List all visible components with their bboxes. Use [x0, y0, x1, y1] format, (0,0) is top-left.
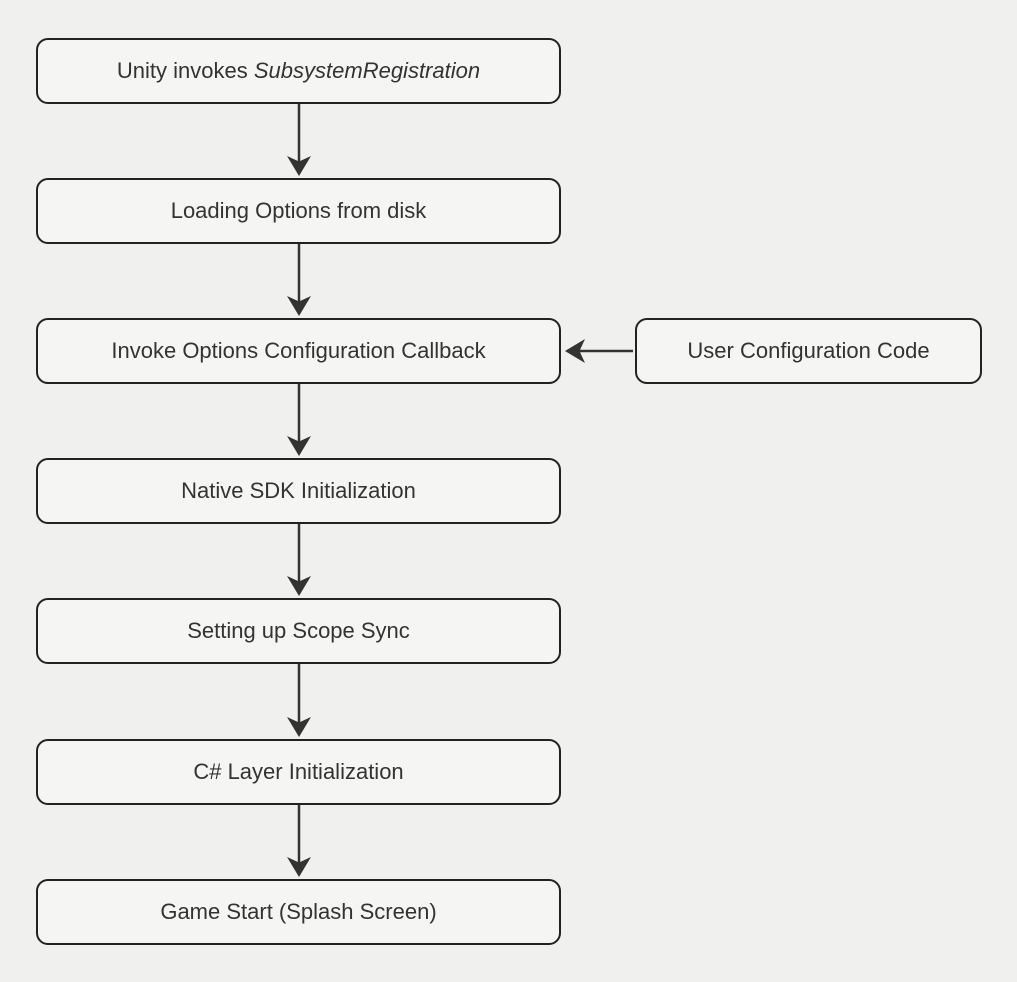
node-label: Invoke Options Configuration Callback	[111, 337, 486, 363]
node-native-sdk-init: Native SDK Initialization	[36, 458, 561, 524]
node-label: Unity invokes SubsystemRegistration	[117, 58, 480, 84]
node-invoke-options-callback: Invoke Options Configuration Callback	[36, 318, 561, 384]
node-csharp-layer-init: C# Layer Initialization	[36, 739, 561, 805]
node-unity-invokes: Unity invokes SubsystemRegistration	[36, 38, 561, 104]
node-label: Loading Options from disk	[170, 197, 427, 223]
node-label: Setting up Scope Sync	[187, 617, 410, 643]
node-scope-sync: Setting up Scope Sync	[36, 598, 561, 664]
node-game-start: Game Start (Splash Screen)	[36, 879, 561, 945]
node-label-text: Unity invokes	[116, 57, 248, 83]
node-user-configuration-code: User Configuration Code	[635, 318, 982, 384]
node-label: C# Layer Initialization	[193, 758, 404, 784]
node-label-italic: SubsystemRegistration	[253, 57, 481, 83]
node-label: Game Start (Splash Screen)	[160, 898, 437, 924]
node-label: Native SDK Initialization	[181, 477, 416, 503]
node-label: User Configuration Code	[687, 337, 930, 363]
node-loading-options: Loading Options from disk	[36, 178, 561, 244]
